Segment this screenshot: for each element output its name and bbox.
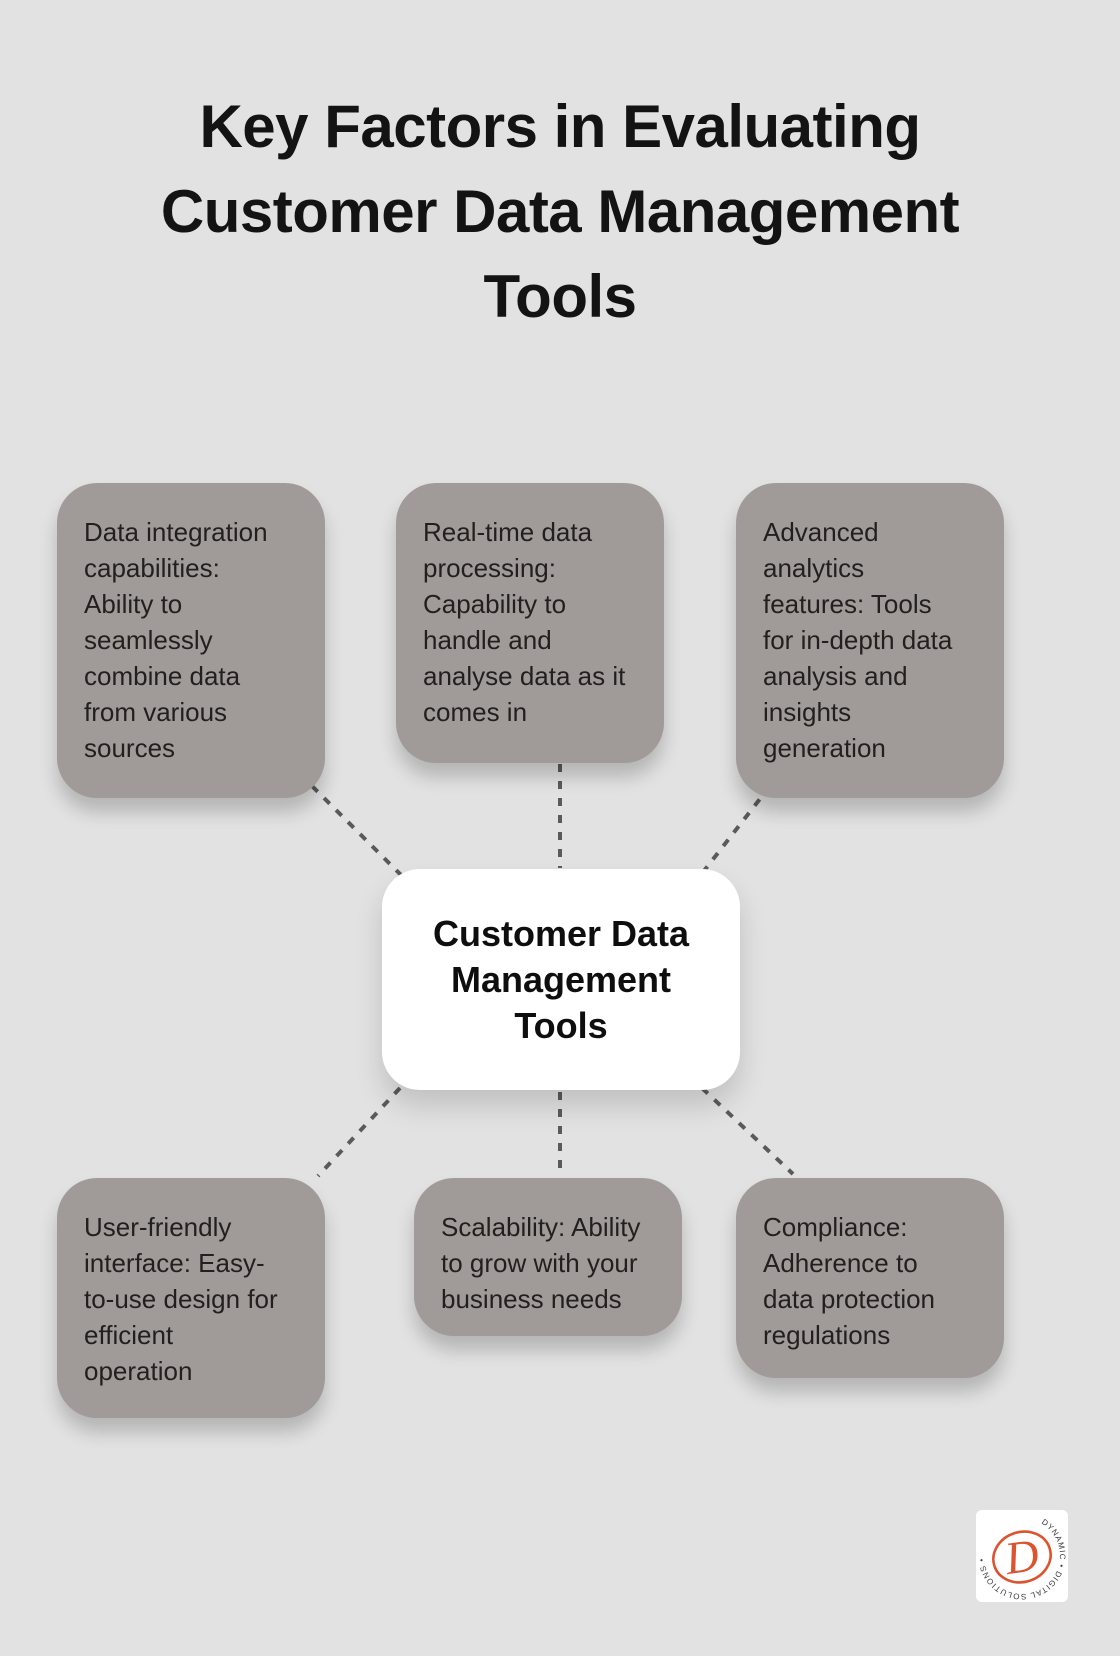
connector-bottom-right [700, 1086, 795, 1176]
connector-top-right [698, 784, 772, 878]
logo-monogram: D [1001, 1529, 1042, 1584]
factor-box-real-time-processing: Real-time data processing: Capability to… [396, 483, 664, 763]
factor-box-scalability: Scalability: Ability to grow with your b… [414, 1178, 682, 1336]
factor-text-user-friendly-interface: User-friendly interface: Easy- to-use de… [84, 1212, 278, 1386]
brand-logo: DYNAMIC • DIGITAL SOLUTIONS • D [976, 1510, 1068, 1602]
factor-text-data-integration: Data integration capabilities: Ability t… [84, 517, 268, 763]
factor-box-compliance: Compliance: Adherence to data protection… [736, 1178, 1004, 1378]
page-title: Key Factors in Evaluating Customer Data … [160, 93, 960, 330]
logo-background [976, 1510, 1068, 1602]
factor-text-compliance: Compliance: Adherence to data protection… [763, 1212, 936, 1350]
factor-text-scalability: Scalability: Ability to grow with your b… [441, 1212, 641, 1314]
center-node: Customer Data Management Tools [382, 869, 740, 1090]
factor-box-data-integration: Data integration capabilities: Ability t… [57, 483, 325, 798]
factor-text-advanced-analytics: Advanced analytics features: Tools for i… [763, 517, 953, 763]
factor-text-real-time-processing: Real-time data processing: Capability to… [423, 517, 626, 727]
factor-box-advanced-analytics: Advanced analytics features: Tools for i… [736, 483, 1004, 798]
logo-circle-stroke [992, 1530, 1052, 1584]
connector-top-left [310, 784, 404, 878]
factor-box-user-friendly-interface: User-friendly interface: Easy- to-use de… [57, 1178, 325, 1418]
connector-bottom-left [316, 1086, 402, 1178]
center-node-label: Customer Data Management Tools [432, 912, 690, 1046]
